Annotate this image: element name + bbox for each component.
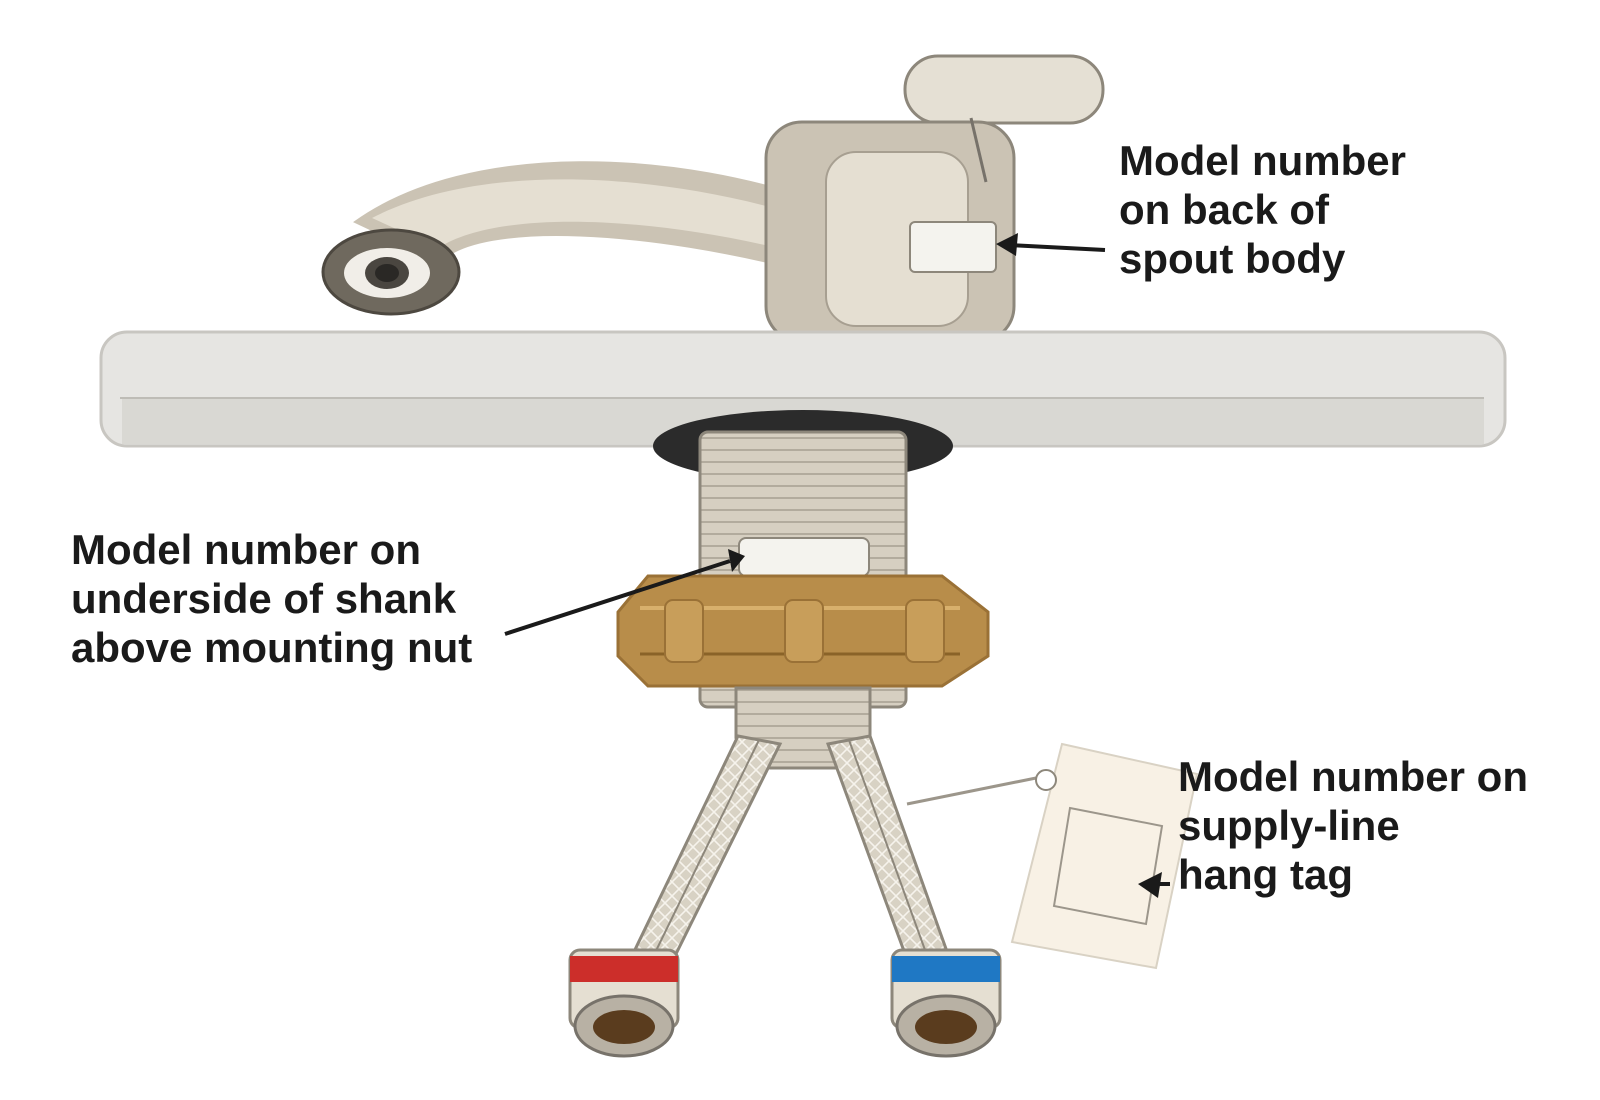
cold-supply-line (825, 734, 953, 964)
faucet-spout (321, 54, 1105, 344)
hot-indicator (570, 956, 678, 982)
shank-callout-arrow (504, 549, 745, 636)
tag-callout-arrow (1138, 872, 1170, 898)
callout-line: hang tag (1178, 851, 1353, 898)
hot-fitting (568, 948, 680, 1058)
callout-line: Model number on (71, 526, 421, 573)
callout-line: Model number on (1178, 753, 1528, 800)
hang-tag (906, 742, 1199, 970)
callout-line: on back of (1119, 186, 1330, 233)
callout-line: supply-line (1178, 802, 1400, 849)
cold-indicator (892, 956, 1000, 982)
mounting-nut (616, 574, 990, 688)
cold-fitting (890, 948, 1002, 1058)
hot-supply-line (627, 734, 783, 964)
tag-callout-label: Model number on supply-line hang tag (1178, 752, 1528, 899)
spout-label-plate (909, 221, 997, 273)
callout-line: above mounting nut (71, 624, 473, 671)
shank-callout-label: Model number on underside of shank above… (71, 525, 472, 672)
spout-callout-label: Model number on back of spout body (1119, 136, 1406, 283)
callout-line: spout body (1119, 235, 1346, 282)
callout-line: Model number (1119, 137, 1407, 184)
callout-line: underside of shank (71, 575, 457, 622)
spout-callout-arrow (996, 233, 1106, 256)
shank-label-plate (738, 537, 870, 577)
